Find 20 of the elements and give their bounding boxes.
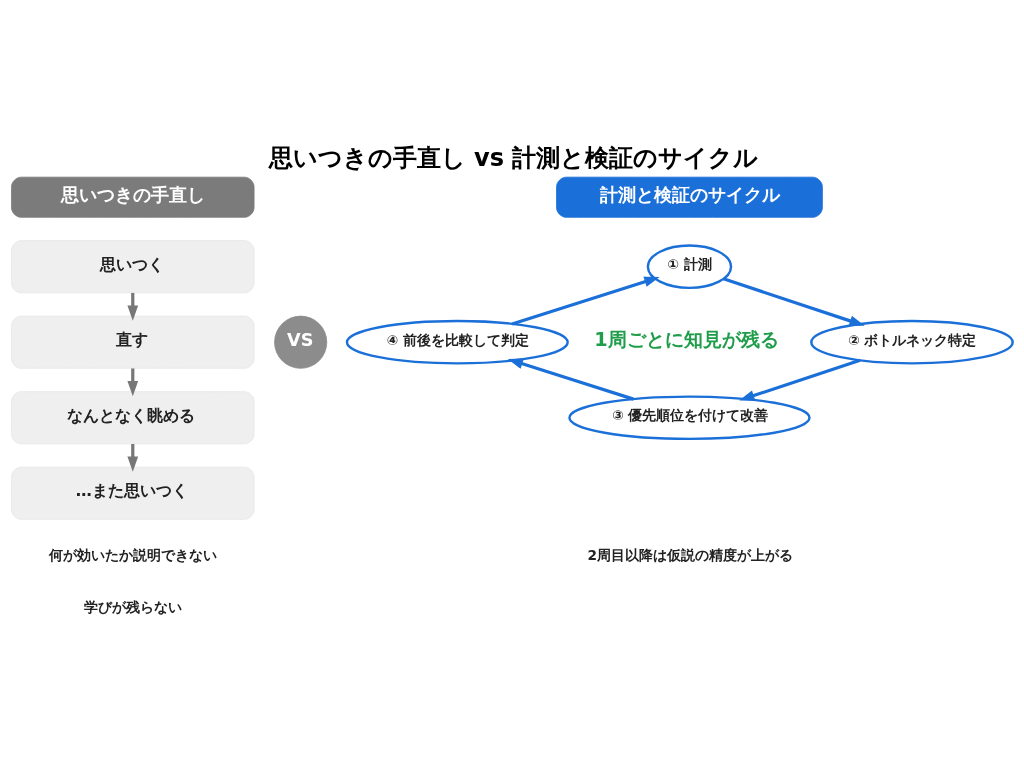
label: 2周目以降は仮説の精度が上がる xyxy=(587,546,793,563)
arrow xyxy=(507,358,634,401)
node-ellipse: ④ 前後を比較して判定 xyxy=(345,319,569,365)
label: 1周ごとに知見が残る xyxy=(594,328,779,352)
arrow xyxy=(723,277,865,326)
node-box: 思いつきの手直し xyxy=(11,176,255,218)
node-box: 直す xyxy=(11,315,255,369)
node-box: 計測と検証のサイクル xyxy=(556,176,823,218)
label: 何が効いたか説明できない xyxy=(49,546,218,563)
node-circle: VS xyxy=(274,315,328,369)
node-ellipse: ② ボトルネック特定 xyxy=(810,319,1014,365)
node-box: なんとなく眺める xyxy=(11,391,255,445)
label: 学びが残らない xyxy=(84,598,183,615)
arrow xyxy=(739,358,861,401)
arrow xyxy=(511,276,660,326)
node-ellipse: ③ 優先順位を付けて改善 xyxy=(568,395,811,441)
diagram-title: 思いつきの手直し vs 計測と検証のサイクル xyxy=(268,143,759,172)
node-box: …また思いつく xyxy=(11,466,255,520)
node-ellipse: ① 計測 xyxy=(646,244,733,290)
node-box: 思いつく xyxy=(11,240,255,294)
